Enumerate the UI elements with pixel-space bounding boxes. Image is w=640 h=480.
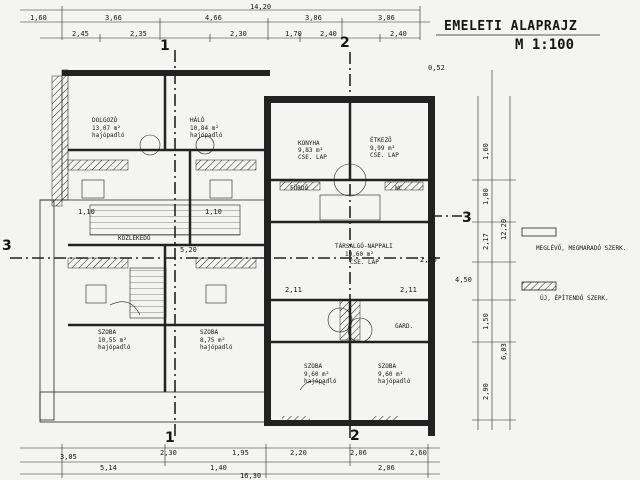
dim-top2-1: 2,45 [72,30,89,38]
dim-bottom2-2: 5,14 [100,464,117,472]
section-mark-2-bottom: 2 [350,428,360,444]
legend-label-new: ÚJ, ÉPÍTENDŐ SZERK. [540,294,609,302]
svg-text:ÉTKEZŐ: ÉTKEZŐ [370,136,392,144]
section-lines [10,50,462,440]
svg-text:CSE. LAP: CSE. LAP [350,259,379,266]
svg-text:SZOBA: SZOBA [304,363,322,370]
svg-text:4,50: 4,50 [455,276,472,284]
svg-text:10,84 m²: 10,84 m² [190,125,219,132]
dim-bottom-1: 2,30 [160,449,177,457]
svg-text:CSE. LAP: CSE. LAP [370,152,399,159]
drawing-title: EMELETI ALAPRAJZ [444,19,577,34]
dim-right-4: 1,50 [482,313,490,330]
section-mark-2-top: 2 [340,35,350,51]
legend-swatch-new [521,281,557,291]
svg-text:2,11: 2,11 [285,286,302,294]
new-structure-hatching [67,159,424,420]
section-mark-3-left: 3 [2,238,12,254]
dim-top-4: 3,06 [305,14,322,22]
dim-bottom-4: 2,06 [350,449,367,457]
legend-label-existing: MEGLÉVŐ, MEGMARADÓ SZERK. [536,244,626,252]
svg-text:9,60 m²: 9,60 m² [378,371,403,378]
dim-top2-4: 1,70 [285,30,302,38]
section-mark-1-bottom: 1 [165,430,175,446]
svg-text:hajópadló: hajópadló [378,378,411,385]
room-labels: DOLGOZÓ 13,07 m² hajópadló HÁLÓ 10,84 m²… [92,117,413,385]
dim-top2-5: 2,40 [320,30,337,38]
interior-dimensions: 1,10 1,10 2,11 2,11 5,20 4,50 2,60 0,52 [78,64,472,294]
dim-right-6: 6,03 [500,343,508,360]
svg-text:0,52: 0,52 [428,64,445,72]
dim-bottom-5: 2,60 [410,449,427,457]
stairs-and-fixtures [81,134,381,391]
svg-text:WC: WC [395,185,403,192]
svg-text:5,20: 5,20 [180,246,197,254]
dim-top-5: 3,06 [378,14,395,22]
bottom-dimension-chains [20,444,440,478]
svg-text:SZOBA: SZOBA [200,329,218,336]
right-dimension-chain [472,70,516,430]
svg-text:KONYHA: KONYHA [298,140,320,147]
svg-text:1,10: 1,10 [78,208,95,216]
top-dimension-chains [20,6,430,42]
svg-text:hajópadló: hajópadló [98,344,131,351]
svg-text:GARD.: GARD. [395,323,413,330]
dim-bottom-3: 2,20 [290,449,307,457]
svg-text:13,07 m²: 13,07 m² [92,125,121,132]
svg-text:hajópadló: hajópadló [200,344,233,351]
dim-top-overall: 14,20 [250,3,271,11]
drawing-scale: M 1:100 [515,37,574,53]
svg-text:TÁRSALGÓ-NAPPALI: TÁRSALGÓ-NAPPALI [335,243,393,250]
svg-text:CSE. LAP: CSE. LAP [298,154,327,161]
legend-swatch-existing [521,227,557,237]
svg-text:2,11: 2,11 [400,286,417,294]
svg-text:10,55 m²: 10,55 m² [98,337,127,344]
exterior-walls [39,69,435,436]
legend: MEGLÉVŐ, MEGMARADÓ SZERK. ÚJ, ÉPÍTENDŐ S… [521,227,626,302]
dim-top-3: 4,66 [205,14,222,22]
svg-text:SZOBA: SZOBA [98,329,116,336]
dim-top2-2: 2,35 [130,30,147,38]
dim-right-total: 12,20 [500,219,508,240]
svg-text:9,83 m²: 9,83 m² [298,147,323,154]
svg-text:hajópadló: hajópadló [92,132,125,139]
dim-right-3: 2,17 [482,233,490,250]
svg-text:hajópadló: hajópadló [190,132,223,139]
svg-text:9,99 m²: 9,99 m² [370,145,395,152]
dim-bottom-overall: 16,30 [240,472,261,480]
dim-top2-3: 2,30 [230,30,247,38]
svg-text:1,10: 1,10 [205,208,222,216]
dim-bottom2-4: 2,06 [378,464,395,472]
dim-right-2: 1,00 [482,188,490,205]
dim-top-2: 3,66 [105,14,122,22]
svg-text:19,60 m²: 19,60 m² [345,251,374,258]
section-mark-1-top: 1 [160,38,170,54]
svg-text:HÁLÓ: HÁLÓ [190,117,205,124]
section-mark-3-right: 3 [462,210,472,226]
dim-bottom-2: 1,95 [232,449,249,457]
dim-bottom2-3: 1,40 [210,464,227,472]
dim-top-1: 1,60 [30,14,47,22]
svg-text:8,75 m²: 8,75 m² [200,337,225,344]
svg-text:2,60: 2,60 [420,256,437,264]
svg-text:9,60 m²: 9,60 m² [304,371,329,378]
svg-text:hajópadló: hajópadló [304,378,337,385]
svg-text:FÜRDŐ: FÜRDŐ [290,185,308,192]
dim-top2-6: 2,40 [390,30,407,38]
dim-right-5: 2,90 [482,383,490,400]
svg-text:DOLGOZÓ: DOLGOZÓ [92,117,118,124]
svg-text:KÖZLEKEDŐ: KÖZLEKEDŐ [118,235,151,242]
svg-text:SZOBA: SZOBA [378,363,396,370]
dim-bottom2-1: 3,05 [60,453,77,461]
dim-right-1: 1,60 [482,143,490,160]
